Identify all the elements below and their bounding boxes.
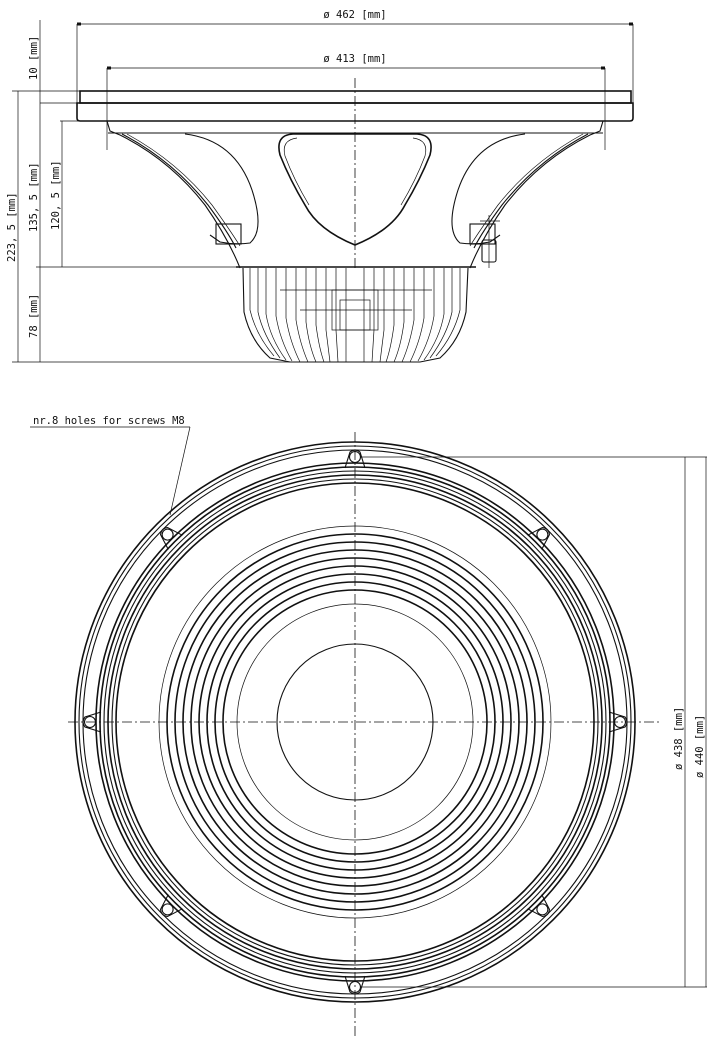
bolt-circle-label: ø 438 [mm] xyxy=(673,707,685,770)
basket-depth-label: 135, 5 [mm] xyxy=(28,162,40,232)
side-view: ø 462 [mm] ø 413 [mm] xyxy=(6,9,634,363)
motor-assembly xyxy=(242,267,469,363)
mounting-holes-callout: nr.8 holes for screws M8 xyxy=(30,415,191,516)
mounting-holes xyxy=(82,449,628,995)
dimension-total-depth: 223, 5 [mm] xyxy=(6,91,290,363)
dimension-cutout-diameter: ø 440 [mm] xyxy=(690,456,707,988)
dimension-flange-thickness: 10 [mm] xyxy=(12,20,80,104)
dimension-basket-depth: 135, 5 [mm] xyxy=(28,103,236,268)
callout-label: nr.8 holes for screws M8 xyxy=(33,415,185,427)
mounting-depth-label: 120, 5 [mm] xyxy=(50,160,62,230)
outer-diameter-label: ø 462 [mm] xyxy=(323,9,386,21)
cone-rings xyxy=(158,525,552,919)
dimension-outer-diameter: ø 462 [mm] xyxy=(76,9,634,120)
dimension-mounting-depth: 120, 5 [mm] xyxy=(50,120,78,267)
terminal-connector xyxy=(480,215,500,268)
cutout-diameter-label: ø 440 [mm] xyxy=(694,715,706,778)
mounting-hole xyxy=(527,894,551,918)
total-depth-label: 223, 5 [mm] xyxy=(6,192,18,262)
dimension-motor-depth: 78 [mm] xyxy=(28,267,41,362)
flange xyxy=(76,90,634,134)
mounting-hole xyxy=(608,711,628,733)
mounting-hole xyxy=(159,894,183,918)
mounting-hole xyxy=(527,526,551,550)
flange-thickness-label: 10 [mm] xyxy=(28,36,40,80)
front-view: nr.8 holes for screws M8 xyxy=(30,415,707,1038)
mounting-hole xyxy=(82,711,102,733)
dimension-inner-diameter: ø 413 [mm] xyxy=(106,53,606,150)
mounting-hole xyxy=(159,526,183,550)
dimension-bolt-circle: ø 438 [mm] xyxy=(360,456,690,988)
motor-depth-label: 78 [mm] xyxy=(28,294,40,338)
inner-diameter-label: ø 413 [mm] xyxy=(323,53,386,65)
dust-cap xyxy=(276,643,434,801)
basket xyxy=(106,120,604,269)
